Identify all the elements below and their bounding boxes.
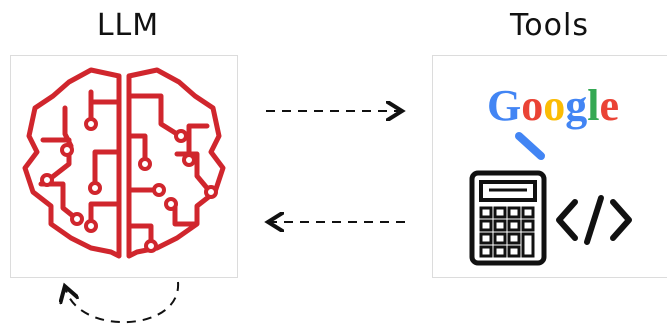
brain-circuit-icon — [22, 67, 226, 259]
llm-title: LLM — [96, 8, 160, 43]
google-letter: G — [487, 81, 522, 130]
tools-panel: Google — [432, 55, 667, 278]
llm-panel — [10, 55, 238, 278]
google-letter: l — [587, 81, 600, 130]
google-letter: o — [543, 81, 566, 130]
code-brackets-icon — [556, 195, 632, 245]
google-logo: Google — [433, 76, 667, 136]
tools-title: Tools — [510, 8, 589, 43]
calculator-icon — [469, 170, 547, 266]
google-letter: e — [599, 81, 619, 130]
magnifier-icon — [515, 132, 545, 160]
google-letter: o — [521, 81, 544, 130]
arrow-llm-self-loop — [66, 281, 180, 324]
google-letter: g — [565, 81, 588, 130]
